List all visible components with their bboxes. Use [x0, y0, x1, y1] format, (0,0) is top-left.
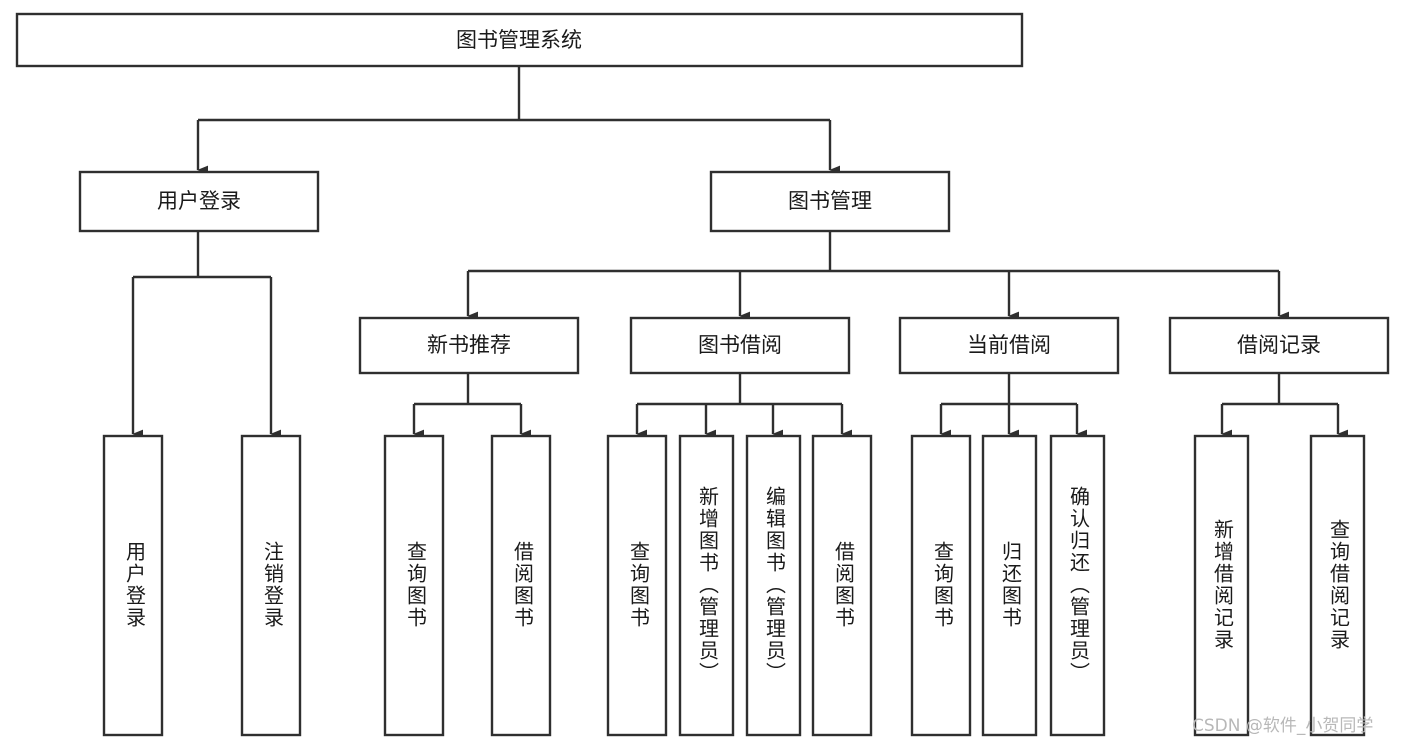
node-leaf-query-record-box[interactable]: [1309, 434, 1366, 737]
node-leaf-edit-book-box[interactable]: [745, 434, 802, 737]
node-leaf-return-book-label: 归还图书: [999, 541, 1023, 629]
node-leaf-confirm-return-box[interactable]: [1049, 434, 1106, 737]
node-leaf-edit-book-label: 编辑图书（管理员）: [763, 486, 787, 684]
node-leaf-query-record-label: 查询借阅记录: [1327, 519, 1351, 651]
node-root[interactable]: 图书管理系统: [15, 12, 1024, 68]
node-borrow-record-box[interactable]: [1168, 316, 1390, 375]
node-leaf-return-book-box[interactable]: [981, 434, 1038, 737]
node-leaf-add-book-box[interactable]: [678, 434, 735, 737]
node-leaf-query-book-3-label: 查询图书: [931, 541, 955, 629]
node-leaf-add-record-label: 新增借阅记录: [1211, 519, 1235, 651]
node-book-mgmt-box[interactable]: [709, 170, 951, 233]
node-leaf-query-book-2-label: 查询图书: [627, 541, 651, 629]
csdn-watermark: CSDN @软件_小贺同学: [1192, 716, 1373, 736]
node-leaf-add-book[interactable]: 新增图书（管理员）: [678, 434, 735, 737]
node-leaf-user-login[interactable]: 用户登录: [102, 434, 164, 737]
node-leaf-query-book-3-box[interactable]: [910, 434, 972, 737]
node-leaf-borrow-book-1-box[interactable]: [490, 434, 552, 737]
connector-group-borrow-record: [1220, 373, 1349, 439]
node-leaf-query-book-2[interactable]: 查询图书: [606, 434, 668, 737]
node-leaf-confirm-return[interactable]: 确认归还（管理员）: [1049, 434, 1106, 737]
node-new-book-rec-box[interactable]: [358, 316, 580, 375]
node-new-book-rec[interactable]: 新书推荐: [358, 316, 580, 375]
node-leaf-borrow-book-1-label: 借阅图书: [511, 541, 535, 629]
node-borrow-record-label: 借阅记录: [1237, 333, 1321, 357]
node-user-login[interactable]: 用户登录: [78, 170, 320, 233]
connector-group-user-login: [131, 231, 282, 439]
node-leaf-query-book-3[interactable]: 查询图书: [910, 434, 972, 737]
node-current-borrow[interactable]: 当前借阅: [898, 316, 1120, 375]
node-leaf-user-login-label: 用户登录: [123, 541, 147, 629]
node-leaf-query-book-1-box[interactable]: [383, 434, 445, 737]
node-leaf-add-record[interactable]: 新增借阅记录: [1193, 434, 1250, 737]
node-user-login-label: 用户登录: [157, 189, 241, 213]
node-borrow-record[interactable]: 借阅记录: [1168, 316, 1390, 375]
node-book-borrow-box[interactable]: [629, 316, 851, 375]
connector-group-current-borrow: [939, 373, 1088, 439]
node-leaf-confirm-return-label: 确认归还（管理员）: [1067, 486, 1091, 684]
node-leaf-query-book-2-box[interactable]: [606, 434, 668, 737]
node-leaf-query-record[interactable]: 查询借阅记录: [1309, 434, 1366, 737]
node-leaf-logout-label: 注销登录: [261, 541, 285, 629]
node-user-login-box[interactable]: [78, 170, 320, 233]
node-root-box[interactable]: [15, 12, 1024, 68]
node-leaf-borrow-book-1[interactable]: 借阅图书: [490, 434, 552, 737]
node-book-borrow[interactable]: 图书借阅: [629, 316, 851, 375]
connector-group-new-book-rec: [412, 373, 532, 439]
node-leaf-borrow-book-2[interactable]: 借阅图书: [811, 434, 873, 737]
connector-group-book-mgmt: [466, 231, 1290, 321]
node-leaf-edit-book[interactable]: 编辑图书（管理员）: [745, 434, 802, 737]
node-new-book-rec-label: 新书推荐: [427, 333, 511, 357]
connector-group-root: [196, 66, 841, 175]
node-leaf-user-login-box[interactable]: [102, 434, 164, 737]
node-current-borrow-box[interactable]: [898, 316, 1120, 375]
node-leaf-logout-box[interactable]: [240, 434, 302, 737]
node-leaf-query-book-1[interactable]: 查询图书: [383, 434, 445, 737]
node-book-mgmt-label: 图书管理: [788, 189, 872, 213]
node-root-label: 图书管理系统: [456, 28, 582, 52]
node-leaf-borrow-book-2-label: 借阅图书: [832, 541, 856, 629]
node-leaf-query-book-1-label: 查询图书: [404, 541, 428, 629]
node-leaf-add-book-label: 新增图书（管理员）: [696, 486, 720, 684]
connector-group-book-borrow: [635, 373, 853, 439]
node-leaf-return-book[interactable]: 归还图书: [981, 434, 1038, 737]
node-book-borrow-label: 图书借阅: [698, 333, 782, 357]
node-book-mgmt[interactable]: 图书管理: [709, 170, 951, 233]
node-leaf-borrow-book-2-box[interactable]: [811, 434, 873, 737]
node-leaf-add-record-box[interactable]: [1193, 434, 1250, 737]
node-leaf-logout[interactable]: 注销登录: [240, 434, 302, 737]
node-current-borrow-label: 当前借阅: [967, 333, 1051, 357]
